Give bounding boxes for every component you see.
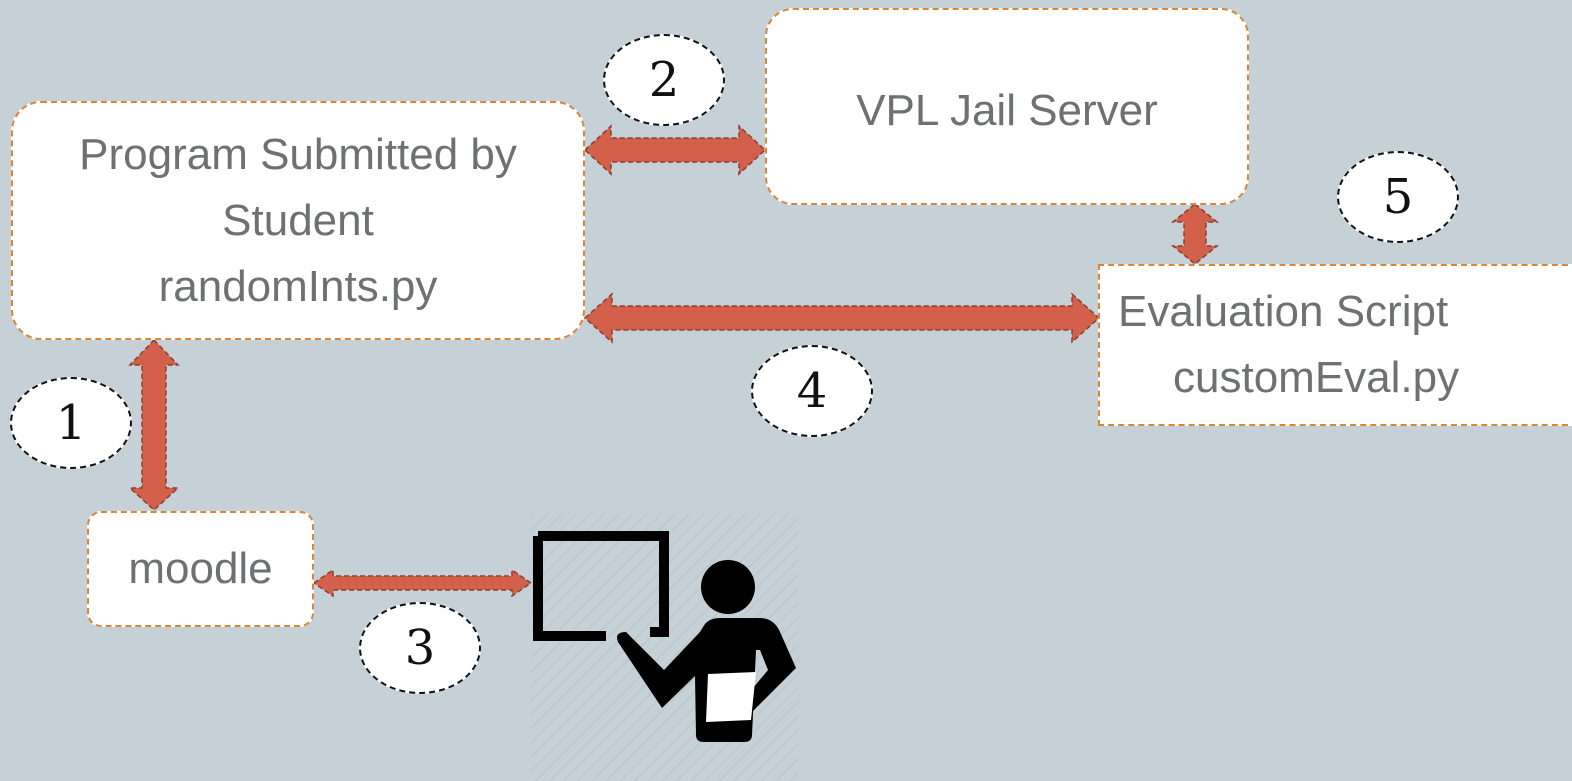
- step-2-label: 2: [603, 34, 725, 126]
- evaluation-script-box: Evaluation Script customEval.py: [1098, 264, 1572, 426]
- program-box-line2: Student: [222, 195, 374, 245]
- evaluation-box-filename: customEval.py: [1173, 353, 1460, 402]
- teacher-at-board-icon: [531, 513, 799, 781]
- program-box-line1: Program Submitted by: [79, 129, 517, 179]
- moodle-box-label: moodle: [128, 544, 273, 593]
- vpl-box-label: VPL Jail Server: [856, 86, 1158, 135]
- moodle-box: moodle: [87, 511, 314, 627]
- vpl-jail-server-box: VPL Jail Server: [765, 8, 1249, 205]
- arrow-step-1: [128, 338, 180, 512]
- step-1-label: 1: [10, 377, 132, 469]
- program-box-filename: randomInts.py: [158, 261, 438, 311]
- step-5-label: 5: [1337, 151, 1459, 243]
- step-3-label: 3: [359, 602, 481, 694]
- arrow-step-3: [312, 568, 533, 598]
- arrow-step-2: [583, 124, 767, 176]
- program-submitted-box: Program Submitted by Student randomInts.…: [11, 101, 585, 340]
- arrow-step-5: [1170, 203, 1220, 265]
- step-4-label: 4: [751, 345, 873, 437]
- evaluation-box-line1: Evaluation Script: [1118, 287, 1449, 336]
- arrow-step-4: [583, 292, 1101, 344]
